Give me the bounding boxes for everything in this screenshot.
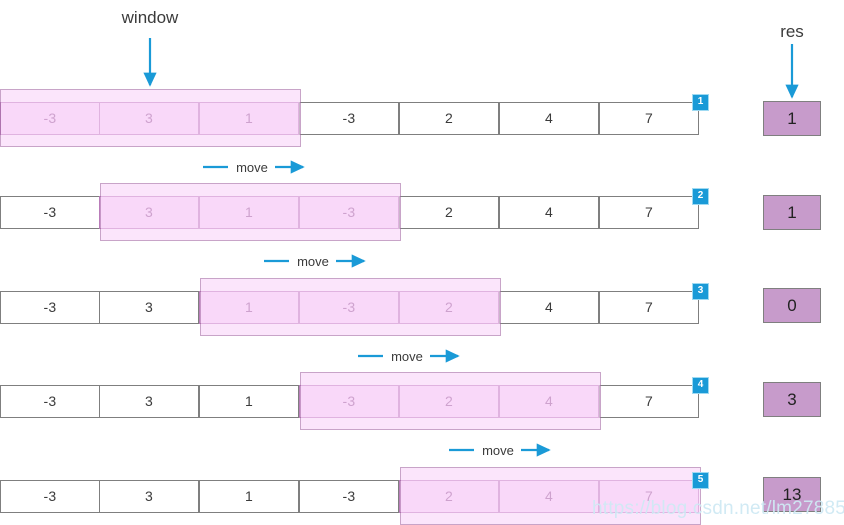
array-cell: -3 (299, 102, 399, 135)
result-box: 1 (763, 101, 821, 136)
array-cell: -3 (299, 385, 399, 418)
step-badge: 1 (692, 94, 709, 111)
array-cell: 2 (399, 480, 499, 513)
array-cell: 3 (99, 196, 199, 229)
array-cell: 2 (399, 291, 499, 324)
array-cell: 3 (99, 480, 199, 513)
move-label-3: move (391, 349, 423, 364)
array-cell: 3 (99, 102, 199, 135)
array-row: -3 3 1 -3 2 4 7 (0, 291, 701, 324)
array-cell: 2 (399, 102, 499, 135)
move-label-4: move (482, 443, 514, 458)
window-label: window (121, 8, 179, 27)
step-badge: 2 (692, 188, 709, 205)
array-cell: 4 (499, 385, 599, 418)
result-box: 1 (763, 195, 821, 230)
result-box: 3 (763, 382, 821, 417)
array-cell: 7 (599, 385, 699, 418)
step-badge: 4 (692, 377, 709, 394)
array-cell: 2 (399, 196, 499, 229)
array-cell: -3 (0, 291, 100, 324)
array-cell: -3 (299, 480, 399, 513)
array-cell: 2 (399, 385, 499, 418)
array-cell: 1 (199, 291, 299, 324)
array-cell: 7 (599, 196, 699, 229)
move-label-2: move (297, 254, 329, 269)
res-label: res (780, 22, 804, 41)
array-cell: 7 (599, 291, 699, 324)
array-cell: -3 (0, 385, 100, 418)
array-cell: -3 (0, 480, 100, 513)
array-cell: -3 (299, 196, 399, 229)
array-cell: 3 (99, 385, 199, 418)
array-cell: 1 (199, 385, 299, 418)
array-cell: 4 (499, 291, 599, 324)
array-cell: 7 (599, 102, 699, 135)
array-cell: -3 (0, 102, 100, 135)
array-cell: -3 (299, 291, 399, 324)
step-badge: 3 (692, 283, 709, 300)
move-label-1: move (236, 160, 268, 175)
result-box: 13 (763, 477, 821, 512)
array-cell: 1 (199, 102, 299, 135)
array-row: -3 3 1 -3 2 4 7 (0, 196, 701, 229)
step-badge: 5 (692, 472, 709, 489)
result-box: 0 (763, 288, 821, 323)
array-row: -3 3 1 -3 2 4 7 (0, 385, 701, 418)
watermark-text: https://blog.csdn.net/lm278858445 (592, 498, 844, 519)
array-cell: 1 (199, 480, 299, 513)
array-cell: 4 (499, 196, 599, 229)
array-row: -3 3 1 -3 2 4 7 (0, 102, 701, 135)
array-cell: 1 (199, 196, 299, 229)
array-cell: -3 (0, 196, 100, 229)
array-cell: 4 (499, 480, 599, 513)
array-cell: 4 (499, 102, 599, 135)
array-cell: 3 (99, 291, 199, 324)
